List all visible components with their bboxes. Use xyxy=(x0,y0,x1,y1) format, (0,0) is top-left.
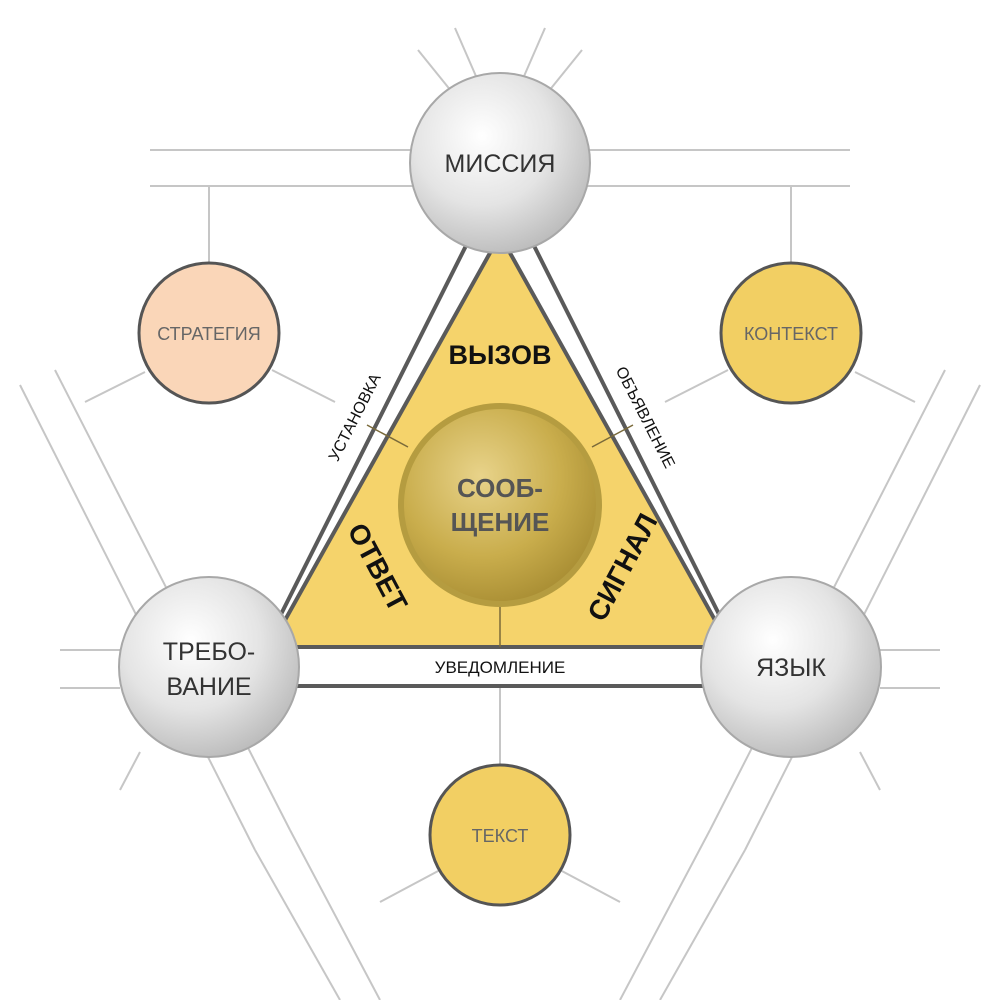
svg-text:МИССИЯ: МИССИЯ xyxy=(445,150,556,178)
strategy-node[interactable]: СТРАТЕГИЯ xyxy=(137,261,281,405)
context-node[interactable]: КОНТЕКСТ xyxy=(719,261,863,405)
center-spokes xyxy=(366,424,634,647)
triangle-label-call: ВЫЗОВ xyxy=(449,340,552,370)
language-node[interactable]: ЯЗЫК xyxy=(700,576,882,758)
requirement-node[interactable]: ТРЕБО- ВАНИЕ xyxy=(118,576,300,758)
message-node[interactable]: СООБ- ЩЕНИЕ xyxy=(398,403,602,607)
mission-node[interactable]: МИССИЯ xyxy=(409,72,591,254)
svg-text:ЩЕНИЕ: ЩЕНИЕ xyxy=(451,507,550,537)
svg-text:СООБ-: СООБ- xyxy=(457,473,543,503)
svg-text:ТЕКСТ: ТЕКСТ xyxy=(472,826,529,846)
text-node[interactable]: ТЕКСТ xyxy=(428,763,572,907)
svg-text:ЯЗЫК: ЯЗЫК xyxy=(756,654,826,682)
svg-text:КОНТЕКСТ: КОНТЕКСТ xyxy=(744,324,838,344)
svg-text:СТРАТЕГИЯ: СТРАТЕГИЯ xyxy=(157,324,260,344)
svg-text:ТРЕБО-: ТРЕБО- xyxy=(163,638,256,666)
edge-label-notification: УВЕДОМЛЕНИЕ xyxy=(435,658,566,677)
svg-text:ВАНИЕ: ВАНИЕ xyxy=(166,673,251,701)
